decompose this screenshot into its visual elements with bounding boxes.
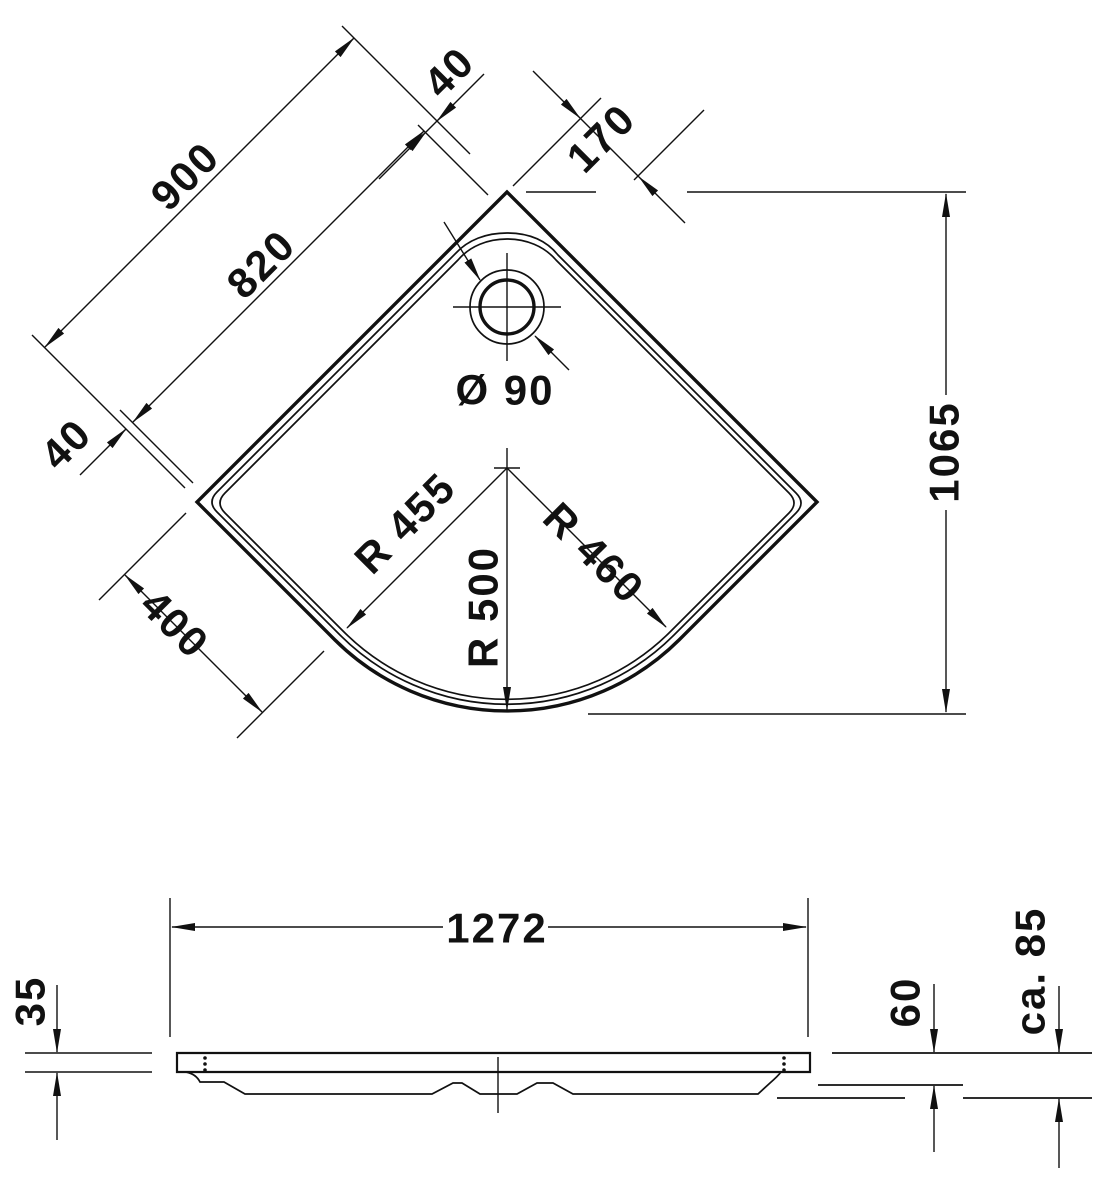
tray-profile — [175, 1051, 812, 1113]
drain-diameter-label: Ø 90 — [455, 367, 554, 414]
ext-line-400-corner — [98, 512, 187, 601]
dimension-40-top: 40 — [378, 37, 485, 180]
drain-leader-lower — [534, 335, 570, 371]
dimension-60: 60 — [882, 977, 938, 1152]
ext-line-820-right — [417, 124, 489, 196]
dim-170-label: 170 — [557, 94, 644, 181]
dim-170-arrow-b — [638, 176, 686, 224]
dim-ca85-label: ca. 85 — [1007, 907, 1054, 1036]
dim-900-label: 900 — [141, 132, 228, 219]
tray-inner-rim — [211, 232, 802, 706]
ext-line-400-tangent — [236, 650, 325, 739]
dim-40-top-connector — [425, 120, 438, 133]
dim-1065-label: 1065 — [921, 401, 968, 502]
ext-line-170-apex — [512, 97, 602, 187]
ext-line-900-left — [31, 334, 186, 489]
dimension-40-left: 40 — [31, 409, 127, 479]
tray-profile-underside — [185, 1071, 782, 1095]
dim-400-label: 400 — [131, 580, 218, 667]
dim-40-top-arrow-a — [436, 73, 485, 122]
dim-170-connector — [579, 117, 640, 178]
height-reference-lines — [777, 1052, 1092, 1099]
dim-40-top-label: 40 — [414, 37, 483, 106]
hidden-edge-dots-right — [782, 1056, 786, 1072]
ext-line-900-apex — [341, 25, 471, 155]
dimension-400: 400 — [98, 512, 325, 739]
plan-view: R 455 R 460 R 500 Ø 90 900 820 — [31, 25, 968, 739]
radius-460-line — [506, 467, 667, 628]
dim-35-label: 35 — [7, 976, 54, 1027]
dimension-170: 170 — [512, 70, 705, 224]
dimension-ca85: ca. 85 — [1007, 907, 1063, 1168]
drain-diameter-dimension: Ø 90 — [443, 221, 570, 414]
tray-basin-edge — [219, 238, 795, 701]
dimension-1065: 1065 — [526, 191, 968, 715]
radius-500-label: R 500 — [460, 546, 507, 668]
dim-820-label: 820 — [217, 220, 304, 307]
tray-profile-body — [175, 1051, 812, 1074]
dim-170-arrow-a — [532, 70, 581, 119]
dim-40-left-arrow — [79, 428, 127, 476]
ext-line-820-left — [119, 409, 194, 484]
side-view: 1272 35 — [7, 898, 1092, 1168]
dim-60-label: 60 — [882, 977, 929, 1028]
radius-455-label: R 455 — [345, 463, 465, 583]
dim-40-top-arrow-b — [378, 131, 427, 180]
ext-line-170-drain — [633, 109, 705, 181]
dim-line-400 — [124, 574, 263, 713]
dimension-35: 35 — [7, 976, 152, 1140]
hidden-edge-dots-left — [203, 1056, 207, 1072]
dimension-1272: 1272 — [169, 898, 809, 1037]
drain-leader-upper — [443, 221, 481, 281]
dim-line-820 — [132, 130, 425, 423]
radius-460-label: R 460 — [534, 493, 654, 613]
dim-1272-label: 1272 — [446, 905, 547, 952]
dim-40-left-label: 40 — [31, 409, 100, 478]
radius-455-line — [346, 467, 508, 629]
drain — [453, 253, 561, 361]
